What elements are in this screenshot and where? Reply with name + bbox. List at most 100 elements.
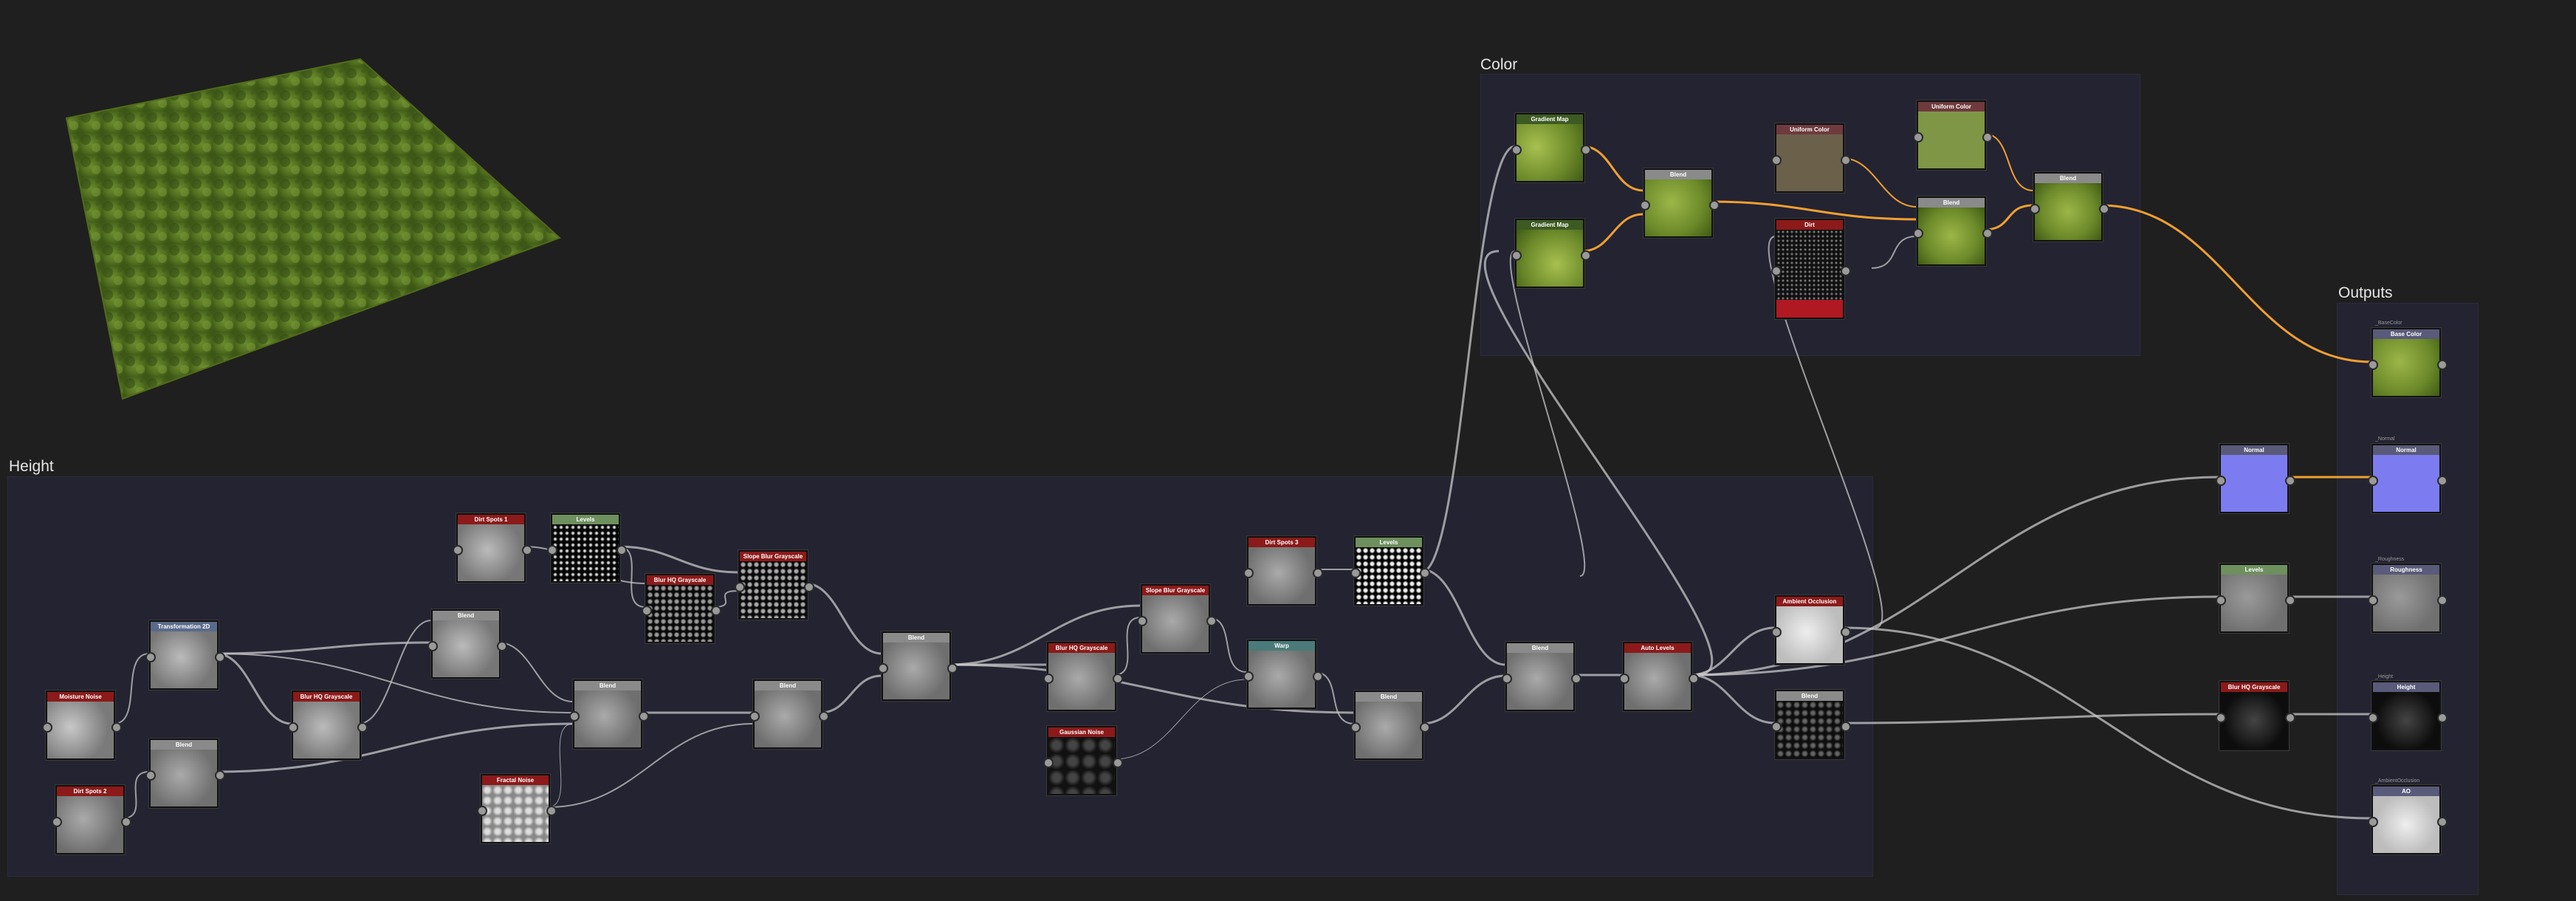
input-port[interactable] [2368,595,2378,606]
input-port[interactable] [1771,266,1782,276]
input-port[interactable] [1243,568,1254,578]
output-port[interactable] [1841,266,1851,276]
output-port[interactable] [357,722,368,733]
node-blur-hq-2[interactable]: Blur HQ Grayscale [642,574,721,643]
input-port[interactable] [2368,360,2378,370]
input-port[interactable] [2368,713,2378,723]
output-port[interactable] [522,545,532,555]
output-port[interactable] [1113,674,1123,684]
output-port[interactable] [1982,228,1993,239]
input-port[interactable] [1502,674,1512,684]
node-blend-height-7[interactable]: Blend [1502,642,1581,711]
output-port[interactable] [2437,713,2448,723]
input-port[interactable] [52,817,62,827]
output-port[interactable] [2099,204,2109,214]
input-port[interactable] [1350,722,1361,733]
output-port[interactable] [1841,627,1851,637]
output-port[interactable] [947,663,958,674]
node-blur-hq-3[interactable]: Blur HQ Grayscale [1043,642,1123,711]
node-uniform-color-2[interactable]: Uniform Color [1913,100,1993,170]
node-dirt-spots-2[interactable]: Dirt Spots 2 [52,785,131,854]
output-port[interactable] [2437,595,2448,606]
output-port[interactable] [1571,674,1581,684]
node-blend-height-8[interactable]: Blend [1771,690,1851,759]
output-port[interactable] [616,545,627,555]
output-port[interactable] [546,806,557,816]
output-port[interactable] [1841,155,1851,165]
node-gradient-map-2[interactable]: Gradient Map [1511,219,1591,288]
node-uniform-color-1[interactable]: Uniform Color [1771,123,1851,193]
input-port[interactable] [1350,568,1361,578]
output-port[interactable] [1313,568,1323,578]
output-port[interactable] [1420,722,1430,733]
node-output-normal[interactable]: Normal [2368,444,2448,513]
output-port[interactable] [1841,722,1851,732]
input-port[interactable] [2216,595,2226,606]
output-port[interactable] [1709,200,1720,210]
output-port[interactable] [121,817,131,827]
input-port[interactable] [2030,204,2040,214]
output-port[interactable] [2437,817,2448,827]
node-output-height[interactable]: Height [2368,681,2448,750]
input-port[interactable] [2216,476,2226,486]
input-port[interactable] [1619,674,1629,684]
node-auto-levels[interactable]: Auto Levels [1619,642,1699,711]
output-port[interactable] [1689,674,1699,684]
node-gaussian-noise[interactable]: Gaussian Noise [1043,726,1123,795]
node-blur-hq-1[interactable]: Blur HQ Grayscale [288,691,368,760]
node-fractal-noise[interactable]: Fractal Noise [477,774,557,843]
input-port[interactable] [1043,758,1054,768]
3d-preview[interactable] [35,44,582,414]
output-port[interactable] [2437,360,2448,370]
output-port[interactable] [1113,758,1123,768]
input-port[interactable] [1243,671,1254,682]
node-output-roughness[interactable]: Roughness [2368,563,2448,633]
node-levels-2[interactable]: Levels [1350,536,1430,606]
output-port[interactable] [1206,616,1217,626]
node-normal[interactable]: Normal [2216,444,2295,513]
input-port[interactable] [288,722,298,733]
input-port[interactable] [2368,476,2378,486]
input-port[interactable] [453,545,463,555]
node-blend-color-1[interactable]: Blend [1640,168,1720,238]
input-port[interactable] [1640,200,1650,210]
input-port[interactable] [1913,132,1923,143]
input-port[interactable] [1771,722,1782,732]
output-port[interactable] [2437,476,2448,486]
input-port[interactable] [547,545,557,555]
input-port[interactable] [749,711,760,722]
node-warp[interactable]: Warp [1243,640,1323,709]
input-port[interactable] [1511,145,1522,155]
output-port[interactable] [711,606,721,616]
node-transformation-2d[interactable]: Transformation 2D [145,620,225,690]
node-gradient-map-1[interactable]: Gradient Map [1511,113,1591,182]
node-ambient-occlusion[interactable]: Ambient Occlusion [1771,595,1851,665]
input-port[interactable] [1137,616,1147,626]
output-port[interactable] [215,770,225,781]
node-blend-color-3[interactable]: Blend [2030,172,2109,241]
output-port[interactable] [1982,132,1993,143]
node-blend-height-5[interactable]: Blend [878,631,958,701]
output-port[interactable] [639,711,649,722]
node-output-base-color[interactable]: Base Color [2368,328,2448,397]
output-port[interactable] [1420,568,1430,578]
node-blur-height[interactable]: Blur HQ Grayscale [2216,681,2295,750]
node-dirt[interactable]: Dirt [1771,219,1851,319]
input-port[interactable] [477,806,487,816]
input-port[interactable] [878,663,888,674]
output-port[interactable] [2285,595,2295,606]
output-port[interactable] [111,722,122,733]
node-blend-height-1[interactable]: Blend [145,739,225,808]
node-blend-color-2[interactable]: Blend [1913,196,1993,266]
input-port[interactable] [642,606,652,616]
node-blend-height-3[interactable]: Blend [569,679,649,749]
input-port[interactable] [1511,250,1522,261]
node-levels-roughness[interactable]: Levels [2216,563,2295,633]
input-port[interactable] [145,770,156,781]
node-levels-1[interactable]: Levels [547,513,627,583]
input-port[interactable] [1913,228,1923,239]
input-port[interactable] [1771,627,1782,637]
input-port[interactable] [569,711,580,722]
input-port[interactable] [735,582,745,592]
